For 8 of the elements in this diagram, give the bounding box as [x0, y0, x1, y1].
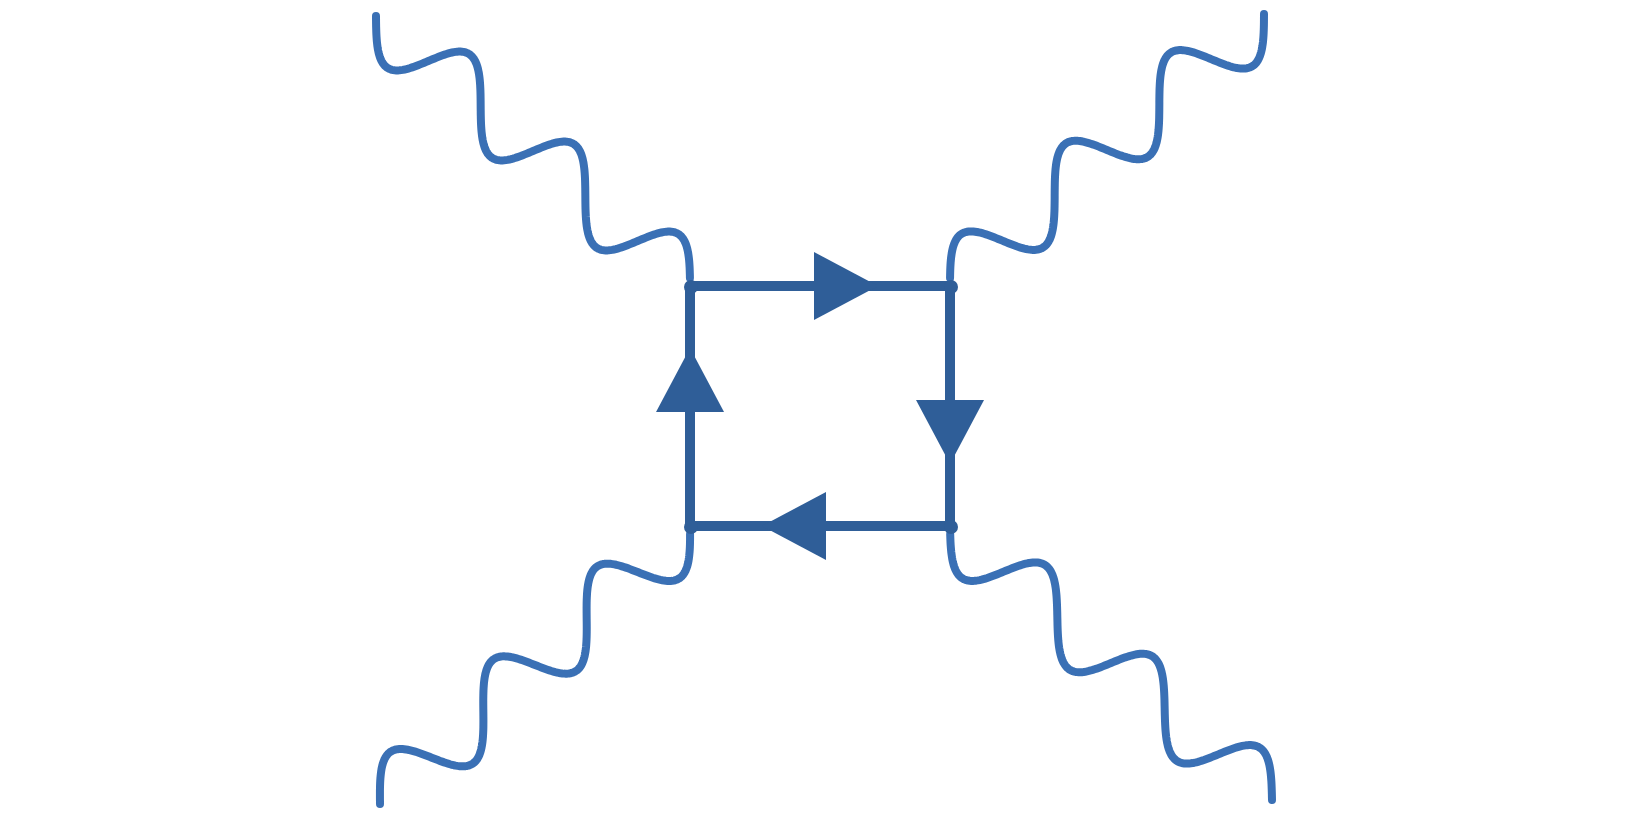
- wavy-line: [946, 10, 1268, 282]
- arrow: [916, 288, 984, 524]
- arrow: [656, 288, 724, 524]
- wavy-line: [375, 530, 695, 808]
- arrow: [692, 492, 948, 560]
- arrow: [692, 252, 948, 320]
- wavy-line: [946, 530, 1276, 804]
- wavy-line: [372, 12, 694, 282]
